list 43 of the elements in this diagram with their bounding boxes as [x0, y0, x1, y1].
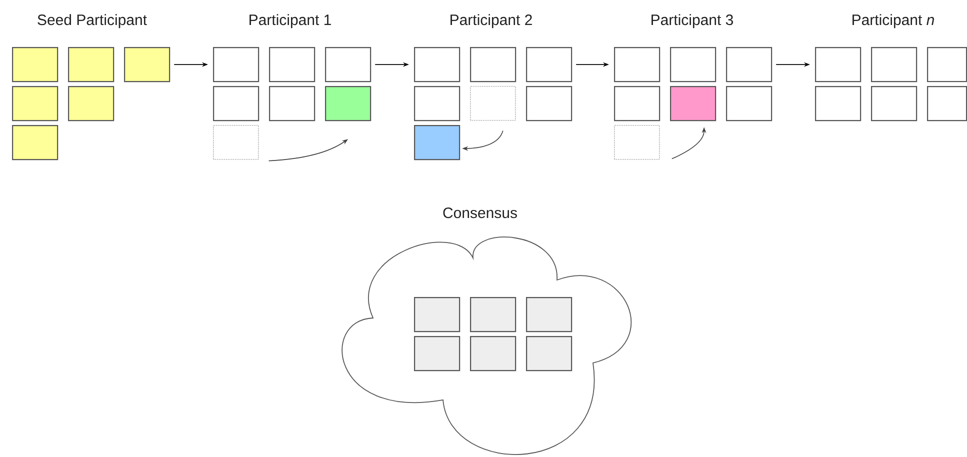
- square-box: [526, 86, 572, 122]
- square-box: [213, 86, 260, 122]
- cloud-heading: Consensus: [443, 208, 517, 218]
- square-box: [614, 86, 660, 122]
- square-box: [871, 86, 918, 122]
- filled-box: [670, 86, 716, 122]
- square-box: [871, 47, 918, 82]
- filled-box: [124, 47, 170, 82]
- square-box: [414, 86, 460, 122]
- group-heading: Participant 2: [450, 14, 532, 28]
- group-heading: Seed Participant: [38, 14, 147, 28]
- filled-box: [414, 336, 460, 372]
- filled-box: [526, 336, 572, 372]
- filled-box: [68, 47, 114, 82]
- square-box: [726, 47, 772, 82]
- filled-box: [325, 86, 372, 122]
- square-box: [269, 86, 316, 122]
- square-box: [815, 47, 862, 82]
- empty-slot-box: [213, 125, 259, 160]
- square-box: [815, 86, 862, 122]
- square-box: [325, 47, 372, 82]
- square-box: [269, 47, 316, 82]
- square-box: [614, 47, 660, 82]
- empty-slot-box: [614, 125, 660, 160]
- filled-box: [470, 336, 516, 372]
- square-box: [670, 47, 716, 82]
- square-box: [470, 47, 516, 82]
- filled-box: [12, 47, 58, 82]
- filled-box: [526, 297, 572, 332]
- square-box: [213, 47, 260, 82]
- filled-box: [12, 86, 58, 122]
- filled-box: [414, 297, 460, 332]
- group-heading: Participant 3: [652, 14, 733, 28]
- group-heading: Participant n: [852, 14, 934, 28]
- filled-box: [470, 297, 516, 332]
- square-box: [526, 47, 572, 82]
- square-box: [726, 86, 772, 122]
- group-heading: Participant 1: [250, 14, 331, 28]
- filled-box: [12, 125, 58, 160]
- filled-box: [414, 125, 460, 160]
- square-box: [414, 47, 460, 82]
- filled-box: [68, 86, 114, 122]
- empty-slot-box: [470, 86, 516, 121]
